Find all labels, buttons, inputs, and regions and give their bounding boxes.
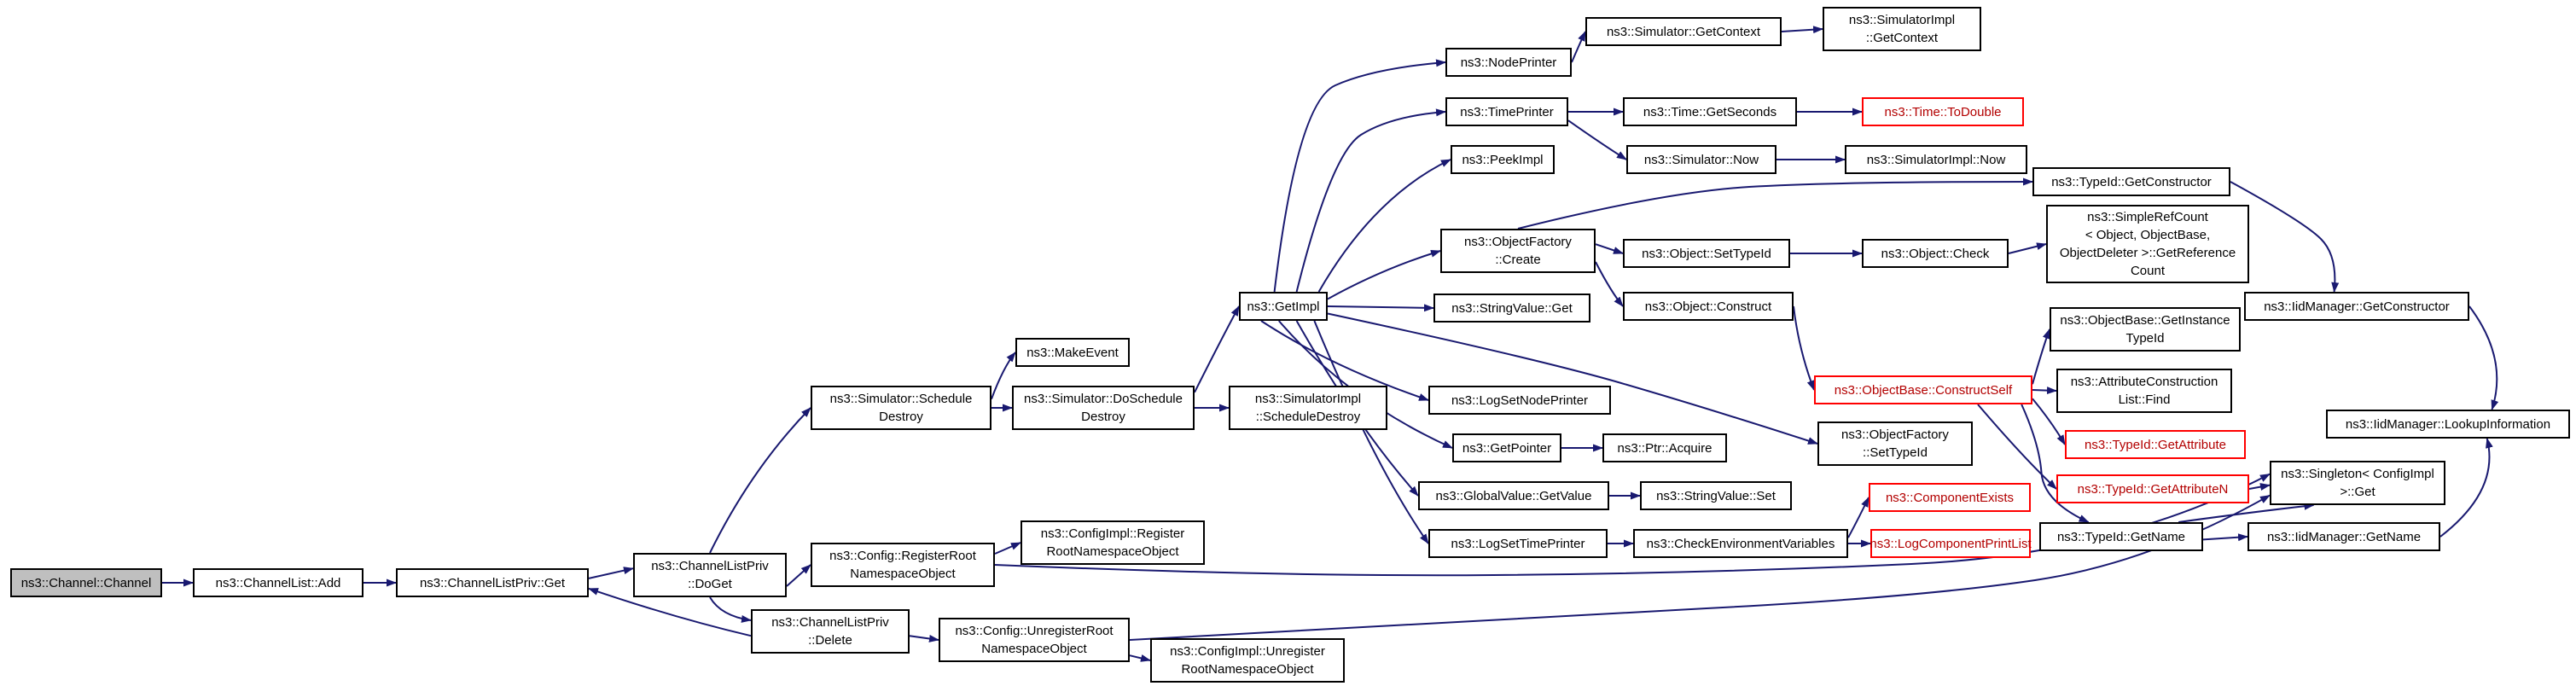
node-channellist-add[interactable]: ns3::ChannelList::Add <box>193 568 363 597</box>
node-makeevent[interactable]: ns3::MakeEvent <box>1015 338 1130 367</box>
node-typeid-getattributen[interactable]: ns3::TypeId::GetAttributeN <box>2056 474 2249 503</box>
edge-factory-create-to-typeid-getconstructor <box>1517 177 2033 230</box>
node-obj-construct[interactable]: ns3::Object::Construct <box>1623 292 1794 321</box>
edge-sim-getcontext-to-simimpl-getcontext <box>1781 26 1823 34</box>
node-factory-create[interactable]: ns3::ObjectFactory ::Create <box>1440 229 1596 273</box>
node-stringvalue-get[interactable]: ns3::StringValue::Get <box>1433 294 1590 323</box>
node-delete[interactable]: ns3::ChannelListPriv ::Delete <box>751 609 910 654</box>
node-ptr-acquire[interactable]: ns3::Ptr::Acquire <box>1602 433 1727 462</box>
edge-iid-getconstructor-to-lookup-information <box>2468 305 2499 410</box>
node-config-unregister[interactable]: ns3::Config::UnregisterRoot NamespaceObj… <box>939 618 1130 662</box>
node-singleton-get[interactable]: ns3::Singleton< ConfigImpl >::Get <box>2270 461 2445 505</box>
edge-typeid-getname-to-singleton-get <box>2178 502 2315 523</box>
node-typeid-getname[interactable]: ns3::TypeId::GetName <box>2039 522 2203 551</box>
edge-getimpl-to-peekimpl <box>1317 159 1451 293</box>
edge-constructself-to-getinstance-typeid <box>2032 328 2050 385</box>
node-channellistpriv-get[interactable]: ns3::ChannelListPriv::Get <box>396 568 589 597</box>
node-time-getseconds[interactable]: ns3::Time::GetSeconds <box>1623 97 1797 126</box>
edge-typeid-getconstructor-to-iid-getconstructor <box>2230 181 2340 293</box>
node-sched-destroy[interactable]: ns3::Simulator::Schedule Destroy <box>811 386 991 430</box>
node-globalvalue-getvalue[interactable]: ns3::GlobalValue::GetValue <box>1418 481 1609 510</box>
edge-timeprinter-to-sim-now <box>1567 119 1627 160</box>
edge-getimpl-to-logset-nodeprinter <box>1260 320 1429 401</box>
node-getinstance-typeid[interactable]: ns3::ObjectBase::GetInstance TypeId <box>2050 307 2241 352</box>
edge-obj-check-to-getrefcount <box>2008 242 2047 254</box>
node-factory-settypeid[interactable]: ns3::ObjectFactory ::SetTypeId <box>1817 421 1973 466</box>
node-lookup-information[interactable]: ns3::IidManager::LookupInformation <box>2326 410 2570 439</box>
edge-typeid-getname-to-iid-getname <box>2202 533 2248 542</box>
edge-checkenv-to-componentexists <box>1847 497 1869 538</box>
node-getpointer[interactable]: ns3::GetPointer <box>1452 433 1561 462</box>
node-doget[interactable]: ns3::ChannelListPriv ::DoGet <box>633 553 787 597</box>
edge-channellistpriv-get-to-doget <box>588 567 634 579</box>
edge-iid-getname-to-lookup-information <box>2439 438 2493 538</box>
node-configimpl-register[interactable]: ns3::ConfigImpl::Register RootNamespaceO… <box>1021 520 1205 565</box>
edge-constructself-to-attrlist-find <box>2032 387 2057 395</box>
node-logset-timeprinter[interactable]: ns3::LogSetTimePrinter <box>1428 529 1608 558</box>
node-logset-nodeprinter[interactable]: ns3::LogSetNodePrinter <box>1428 386 1611 415</box>
node-stringvalue-set[interactable]: ns3::StringValue::Set <box>1640 481 1792 510</box>
edge-delete-to-config-unregister <box>909 635 939 642</box>
edge-delete-to-channellistpriv-get <box>588 587 752 637</box>
node-attrlist-find[interactable]: ns3::AttributeConstruction List::Find <box>2056 369 2232 413</box>
edge-factory-create-to-obj-settypeid <box>1595 243 1624 254</box>
node-do-sched-destroy[interactable]: ns3::Simulator::DoSchedule Destroy <box>1012 386 1195 430</box>
edge-getimpl-to-stringvalue-get <box>1327 304 1434 312</box>
edge-constructself-to-typeid-getattributen <box>1977 404 2057 490</box>
node-register-root[interactable]: ns3::Config::RegisterRoot NamespaceObjec… <box>811 543 995 587</box>
node-getrefcount[interactable]: ns3::SimpleRefCount < Object, ObjectBase… <box>2046 205 2249 283</box>
edge-typeid-getattributen-to-singleton-get <box>2248 483 2271 491</box>
edge-config-unregister-to-singleton-get <box>1129 494 2271 641</box>
node-obj-check[interactable]: ns3::Object::Check <box>1862 239 2009 268</box>
node-typeid-getattribute[interactable]: ns3::TypeId::GetAttribute <box>2065 430 2246 459</box>
node-iid-getname[interactable]: ns3::IidManager::GetName <box>2247 522 2440 551</box>
node-time-todouble[interactable]: ns3::Time::ToDouble <box>1862 97 2024 126</box>
node-typeid-getconstructor[interactable]: ns3::TypeId::GetConstructor <box>2032 167 2230 196</box>
edge-doget-to-register-root <box>786 564 811 587</box>
edge-constructself-to-typeid-getattribute <box>2032 398 2066 445</box>
node-nodeprinter[interactable]: ns3::NodePrinter <box>1445 48 1572 77</box>
edge-doget-to-delete <box>709 596 752 623</box>
edge-doget-to-sched-destroy <box>709 407 811 554</box>
node-simimpl-sched-destroy[interactable]: ns3::SimulatorImpl ::ScheduleDestroy <box>1229 386 1387 430</box>
node-logcomponent-printlist[interactable]: ns3::LogComponentPrintList <box>1869 529 2032 558</box>
edge-register-root-to-configimpl-register <box>994 542 1021 555</box>
node-configimpl-unregister[interactable]: ns3::ConfigImpl::Unregister RootNamespac… <box>1150 638 1345 683</box>
node-simimpl-getcontext[interactable]: ns3::SimulatorImpl ::GetContext <box>1823 7 1981 51</box>
edge-obj-construct-to-constructself <box>1793 305 1815 391</box>
edge-nodeprinter-to-sim-getcontext <box>1571 31 1586 63</box>
node-getimpl[interactable]: ns3::GetImpl <box>1239 292 1328 321</box>
edge-constructself-to-typeid-getname <box>2021 404 2090 523</box>
node-constructself[interactable]: ns3::ObjectBase::ConstructSelf <box>1814 375 2032 404</box>
edge-getimpl-to-timeprinter <box>1295 108 1446 293</box>
node-componentexists[interactable]: ns3::ComponentExists <box>1869 483 2031 512</box>
edge-getimpl-to-factory-settypeid <box>1327 312 1818 445</box>
node-timeprinter[interactable]: ns3::TimePrinter <box>1445 97 1568 126</box>
node-sim-now[interactable]: ns3::Simulator::Now <box>1626 145 1776 174</box>
node-peekimpl[interactable]: ns3::PeekImpl <box>1451 145 1555 174</box>
edge-getimpl-to-factory-create <box>1327 249 1441 300</box>
node-channel: ns3::Channel::Channel <box>10 568 162 597</box>
node-sim-getcontext[interactable]: ns3::Simulator::GetContext <box>1585 17 1782 46</box>
node-iid-getconstructor[interactable]: ns3::IidManager::GetConstructor <box>2244 292 2469 321</box>
edge-config-unregister-to-configimpl-unregister <box>1129 654 1151 662</box>
edge-getimpl-to-nodeprinter <box>1273 59 1446 293</box>
edge-getimpl-to-logset-timeprinter <box>1313 320 1429 544</box>
edge-sched-destroy-to-makeevent <box>991 352 1016 399</box>
node-checkenv[interactable]: ns3::CheckEnvironmentVariables <box>1633 529 1848 558</box>
node-simimpl-now[interactable]: ns3::SimulatorImpl::Now <box>1845 145 2027 174</box>
edge-do-sched-destroy-to-getimpl <box>1194 305 1240 393</box>
edge-factory-create-to-obj-construct <box>1595 261 1624 307</box>
node-obj-settypeid[interactable]: ns3::Object::SetTypeId <box>1623 239 1790 268</box>
